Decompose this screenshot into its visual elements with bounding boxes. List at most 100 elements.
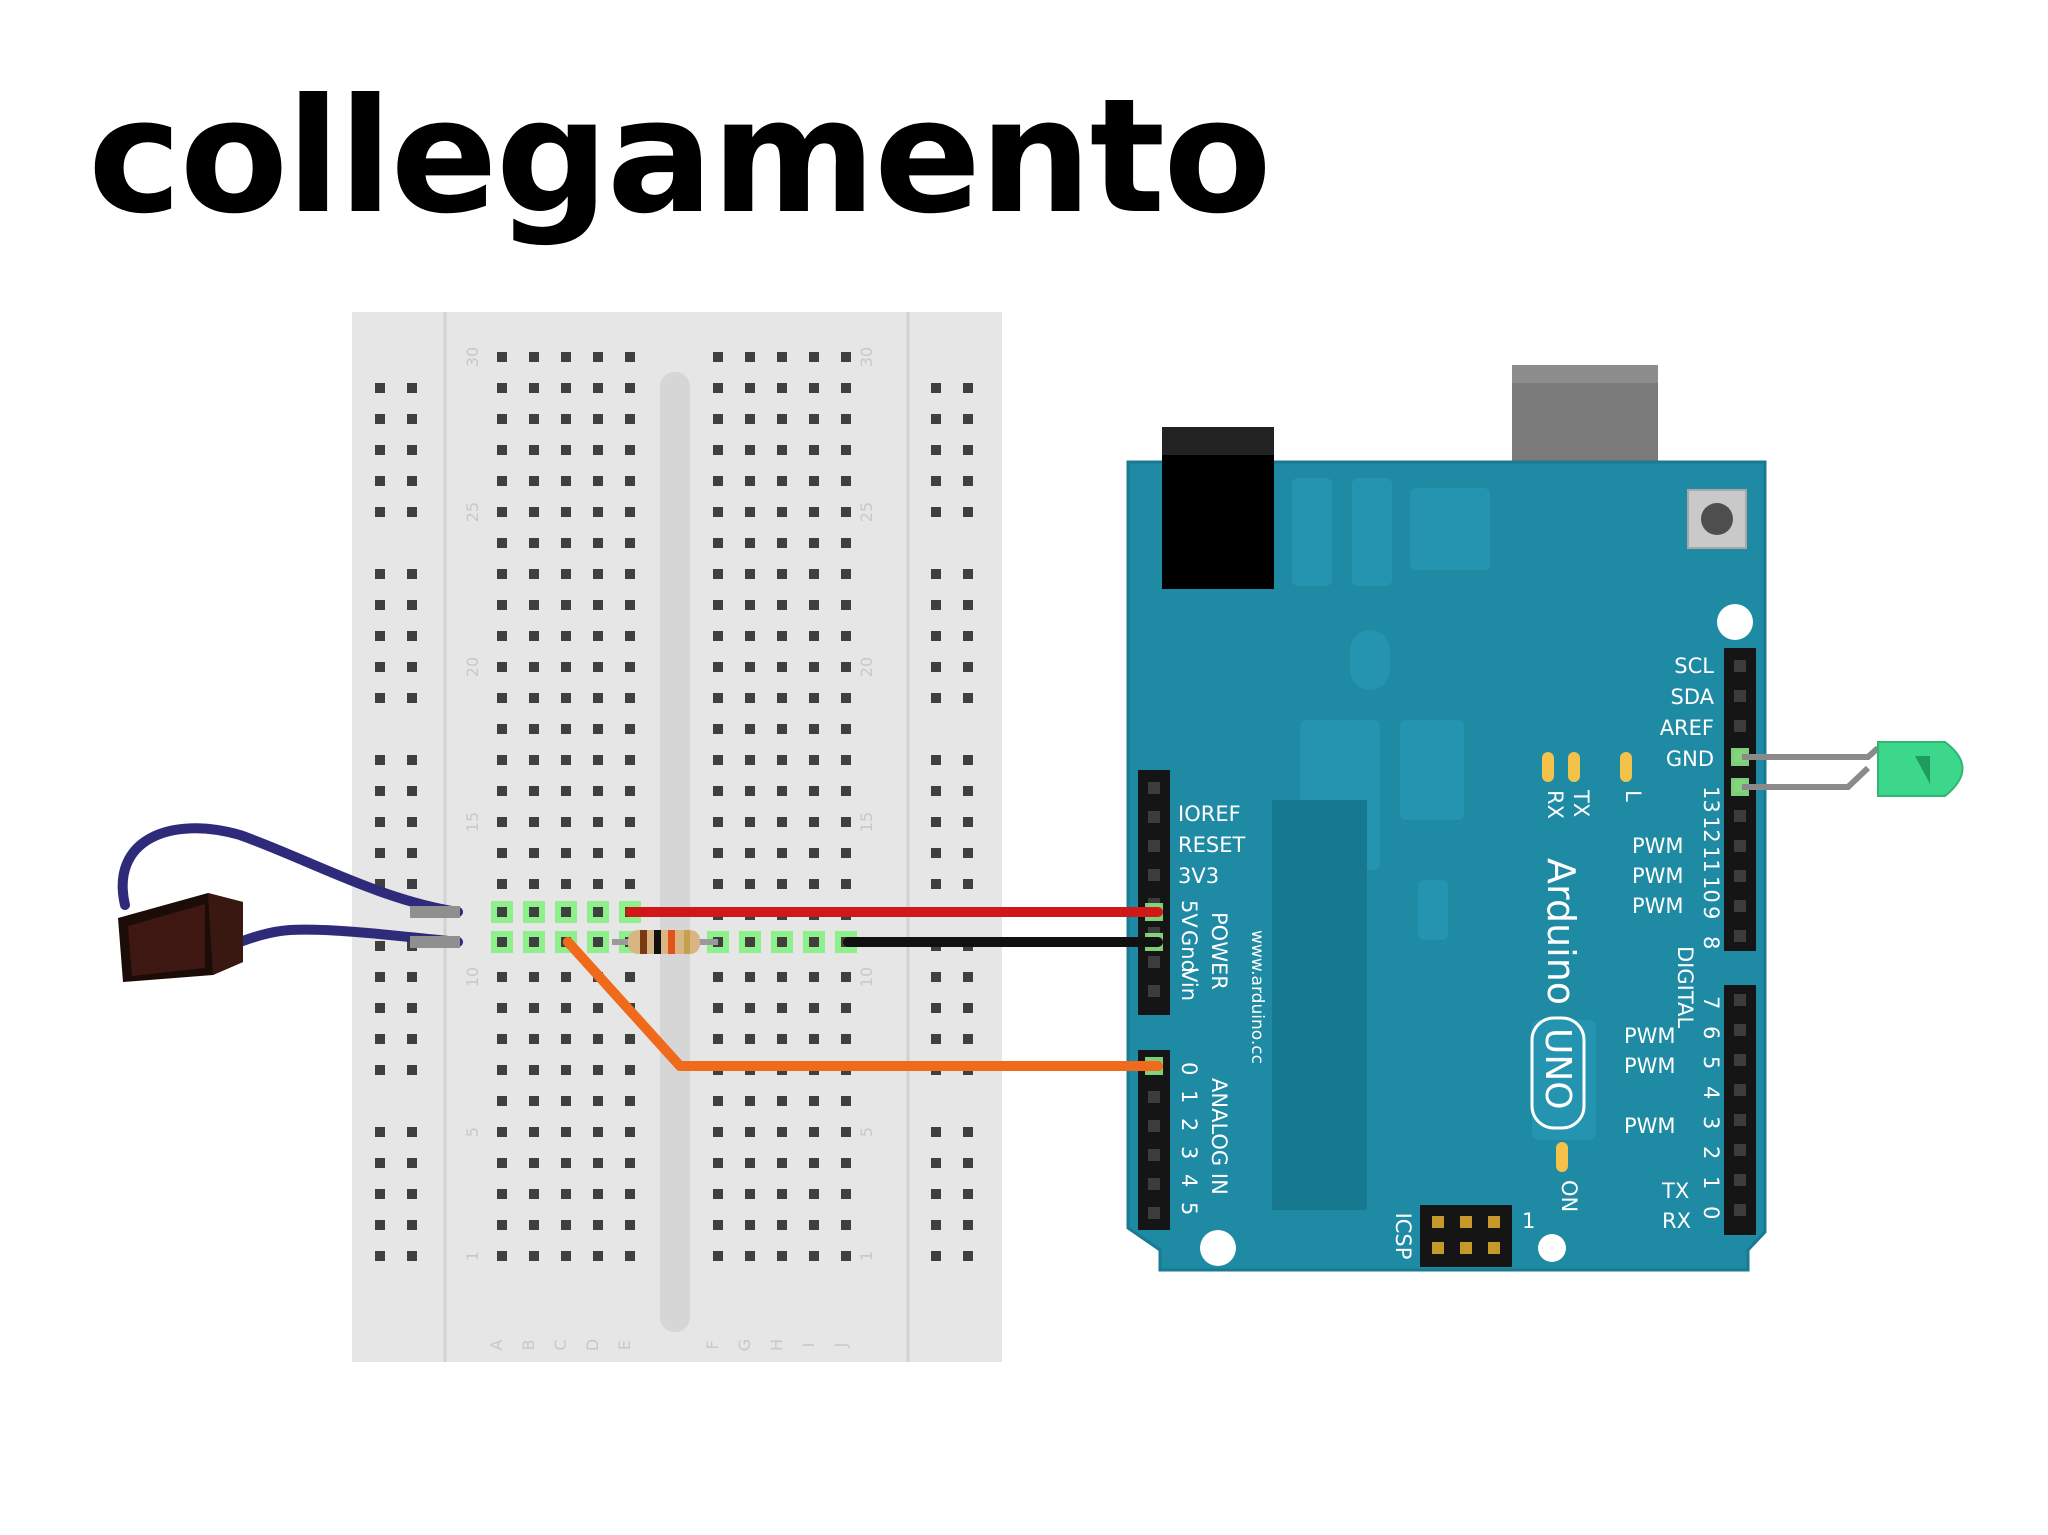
breadboard-hole	[561, 1096, 571, 1106]
analog-header-pin	[1148, 1091, 1160, 1103]
sensor-lead-tip-bottom	[410, 936, 460, 948]
breadboard-hole	[497, 352, 507, 362]
breadboard-hole	[625, 414, 635, 424]
digital-header-pin	[1734, 1204, 1746, 1216]
rx-pin-label: RX	[1662, 1209, 1691, 1233]
breadboard-hole	[593, 352, 603, 362]
digital-pin-5: 5	[1699, 1056, 1723, 1069]
breadboard-hole	[593, 879, 603, 889]
breadboard-hole	[713, 972, 723, 982]
rail-hole	[931, 1127, 941, 1137]
rail-hole	[931, 786, 941, 796]
row-number-left: 20	[463, 657, 482, 677]
breadboard-holes	[375, 352, 973, 1261]
breadboard-hole	[809, 383, 819, 393]
rail-hole	[963, 507, 973, 517]
breadboard-hole	[625, 1189, 635, 1199]
breadboard-hole	[497, 907, 507, 917]
column-letter-left: B	[519, 1340, 538, 1351]
microcontroller-chip	[1272, 800, 1367, 1210]
breadboard-hole	[561, 1189, 571, 1199]
breadboard-hole	[841, 1220, 851, 1230]
breadboard-hole	[713, 476, 723, 486]
icsp-pin	[1432, 1216, 1444, 1228]
rail-hole	[407, 1251, 417, 1261]
breadboard-hole	[809, 662, 819, 672]
rail-hole	[375, 817, 385, 827]
tx-led	[1568, 752, 1580, 782]
mount-hole-top-right	[1717, 604, 1753, 640]
breadboard-hole	[593, 631, 603, 641]
breadboard-hole	[713, 724, 723, 734]
digital-header-pin	[1734, 720, 1746, 732]
breadboard-hole	[777, 352, 787, 362]
breadboard-hole	[593, 507, 603, 517]
breadboard-hole	[809, 445, 819, 455]
digital-pin-4: 4	[1699, 1086, 1723, 1099]
rail-hole	[931, 1034, 941, 1044]
digital-header-pin	[1734, 994, 1746, 1006]
sensor-lead-top	[117, 823, 463, 917]
breadboard-hole	[625, 1251, 635, 1261]
digital-pin-3: 3	[1699, 1116, 1723, 1129]
breadboard-hole	[713, 879, 723, 889]
analog-label-1: 1	[1177, 1090, 1201, 1103]
analog-header-pin	[1148, 1178, 1160, 1190]
breadboard-hole	[777, 1096, 787, 1106]
rail-hole	[963, 414, 973, 424]
breadboard-hole	[497, 1251, 507, 1261]
row-number-right: 5	[857, 1127, 876, 1137]
breadboard-hole	[745, 445, 755, 455]
breadboard-hole	[745, 972, 755, 982]
breadboard-hole	[529, 755, 539, 765]
breadboard-hole	[841, 786, 851, 796]
power-label-5v: 5V	[1177, 900, 1201, 928]
breadboard-hole	[561, 538, 571, 548]
breadboard-hole	[497, 600, 507, 610]
pwm-label-10: PWM	[1632, 864, 1684, 888]
breadboard-hole	[745, 1003, 755, 1013]
analog-header-pin	[1148, 1149, 1160, 1161]
digital-label-gnd: GND	[1666, 747, 1714, 771]
breadboard-hole	[497, 755, 507, 765]
rail-hole	[375, 600, 385, 610]
breadboard-center-channel	[660, 372, 690, 1332]
breadboard-hole	[745, 1127, 755, 1137]
breadboard-hole	[529, 476, 539, 486]
breadboard-hole	[497, 1034, 507, 1044]
page-title: collegamento	[88, 65, 1272, 249]
sensor-component	[117, 823, 463, 982]
breadboard-hole	[841, 600, 851, 610]
column-letter-left: D	[583, 1339, 602, 1351]
l-led	[1620, 752, 1632, 782]
digital-header-bottom-labels: 7 6 5 4 3 2 1 0 PWM PWM PWM TX RX	[1624, 996, 1723, 1233]
column-letter-right: I	[799, 1343, 818, 1348]
tx-pin-label: TX	[1661, 1179, 1689, 1203]
breadboard-hole	[497, 1189, 507, 1199]
breadboard-hole	[745, 1251, 755, 1261]
rail-hole	[407, 817, 417, 827]
breadboard-hole	[625, 786, 635, 796]
breadboard-hole	[777, 662, 787, 672]
breadboard-hole	[593, 786, 603, 796]
rail-hole	[963, 600, 973, 610]
breadboard-hole	[529, 1251, 539, 1261]
breadboard-hole	[593, 383, 603, 393]
power-header-pin	[1148, 811, 1160, 823]
breadboard-hole	[713, 352, 723, 362]
resistor-band-1	[640, 930, 647, 954]
breadboard-hole	[625, 445, 635, 455]
rail-hole	[407, 693, 417, 703]
analog-header	[1138, 1050, 1170, 1230]
breadboard-hole	[841, 569, 851, 579]
digital-pin-12: 12	[1699, 816, 1723, 843]
rail-hole	[963, 755, 973, 765]
rail-hole	[375, 383, 385, 393]
breadboard-hole	[497, 476, 507, 486]
digital-group-label: DIGITAL	[1673, 946, 1697, 1028]
breadboard-hole	[497, 937, 507, 947]
breadboard-hole	[497, 693, 507, 703]
breadboard-hole	[529, 693, 539, 703]
